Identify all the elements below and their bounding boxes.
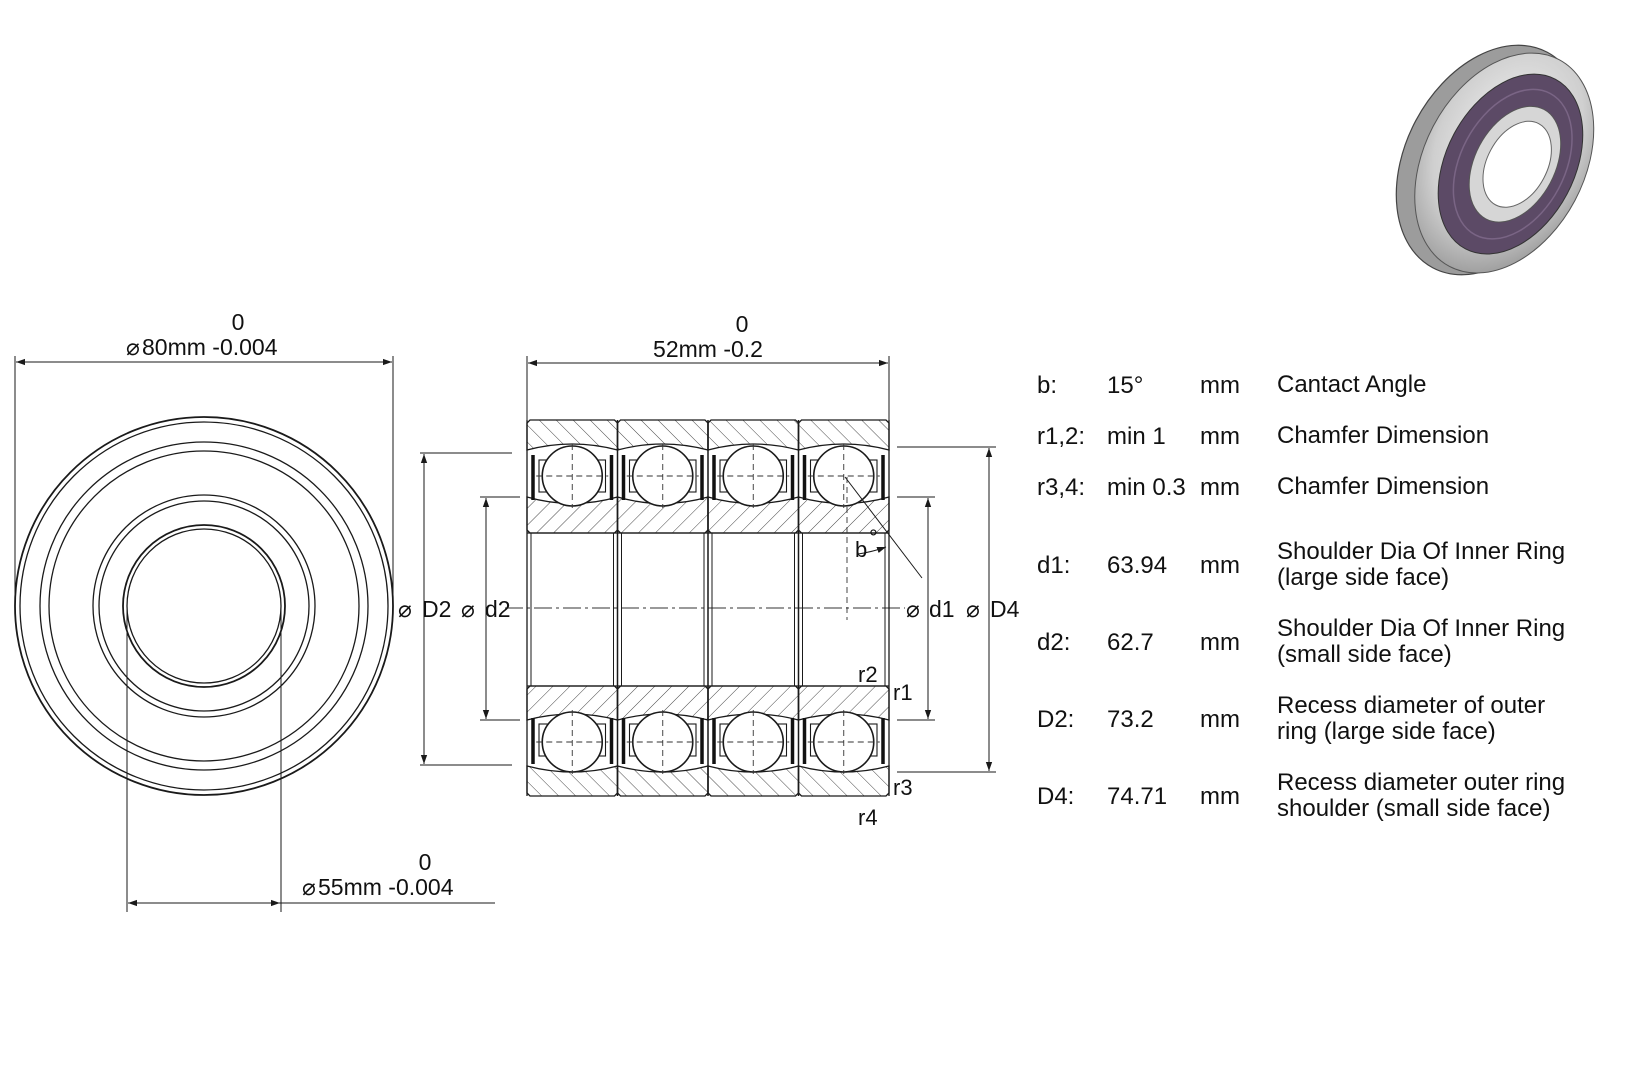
width-tolerance-upper: 0: [736, 311, 749, 337]
phi-symbol: ⌀: [906, 596, 920, 622]
spec-value: 63.94: [1107, 552, 1168, 579]
spec-unit: mm: [1200, 474, 1240, 501]
seal-outer: [48, 450, 360, 762]
spec-unit: mm: [1200, 783, 1240, 810]
spec-unit: mm: [1200, 372, 1240, 399]
outer-dia-tolerance-upper: 0: [232, 309, 245, 335]
outer-dia-label: 80mm -0.004: [142, 334, 278, 360]
outer-ring-chamfer: [19, 421, 389, 791]
spec-key: d1:: [1037, 552, 1071, 579]
bore-circle: [122, 524, 286, 688]
spec-description-line: Cantact Angle: [1277, 371, 1427, 398]
d2-label: d2: [485, 596, 511, 622]
spec-description-line: shoulder (small side face): [1277, 795, 1551, 822]
degree-label: °: [869, 525, 878, 550]
spec-value: 74.71: [1107, 783, 1168, 810]
section-view: 0 52mm -0.2 ⌀ D2 ⌀ d2 ⌀ d1 ⌀ D4: [398, 311, 1020, 830]
outer-ring-edge: [14, 416, 394, 796]
spec-description: Cantact Angle: [1277, 372, 1426, 398]
r1-label: r1: [893, 680, 913, 705]
inner-ring-outer: [98, 500, 310, 712]
outer-diameter-dimension: 0 ⌀ 80mm -0.004: [14, 309, 394, 606]
spec-value: min 0.3: [1107, 474, 1186, 501]
outer-ring-inner: [39, 441, 369, 771]
spec-description-line: (large side face): [1277, 564, 1450, 591]
bore-hole: [1482, 120, 1552, 208]
outer-ring-section: [616, 765, 709, 797]
bearing-3d-render: [1395, 44, 1595, 276]
outer-ring-section: [526, 765, 619, 797]
spec-description: Shoulder Dia Of Inner Ring(large side fa…: [1277, 539, 1565, 591]
spec-description-line: Shoulder Dia Of Inner Ring: [1277, 615, 1566, 642]
spec-unit: mm: [1200, 552, 1240, 579]
phi-symbol: ⌀: [302, 874, 316, 900]
spec-description-line: Recess diameter of outer: [1277, 692, 1546, 719]
inner-ring-section: [797, 496, 890, 534]
spec-key: r3,4:: [1037, 474, 1086, 501]
phi-symbol: ⌀: [126, 334, 140, 360]
phi-symbol: ⌀: [461, 596, 475, 622]
spec-description-line: Chamfer Dimension: [1277, 422, 1490, 449]
spec-value: min 1: [1107, 423, 1166, 450]
inner-ring-section: [616, 496, 709, 534]
bearing-row: [616, 419, 709, 797]
spec-unit: mm: [1200, 706, 1240, 733]
spec-description-line: Recess diameter outer ring: [1277, 769, 1566, 796]
outer-ring-section: [797, 765, 890, 797]
spec-unit: mm: [1200, 423, 1240, 450]
spec-key: d2:: [1037, 629, 1071, 656]
width-label: 52mm -0.2: [653, 336, 763, 362]
spec-value: 73.2: [1107, 706, 1154, 733]
front-view: [14, 416, 394, 796]
seal-inner: [92, 494, 316, 718]
spec-description: Chamfer Dimension: [1277, 474, 1489, 500]
bore-chamfer: [126, 528, 282, 684]
r3-label: r3: [893, 775, 913, 800]
r2-label: r2: [858, 662, 878, 687]
spec-key: b:: [1037, 372, 1058, 399]
spec-description: Chamfer Dimension: [1277, 423, 1489, 449]
spec-description-line: Chamfer Dimension: [1277, 473, 1490, 500]
spec-description: Shoulder Dia Of Inner Ring(small side fa…: [1277, 616, 1565, 668]
spec-unit: mm: [1200, 629, 1240, 656]
D4-label: D4: [990, 596, 1020, 622]
spec-description-line: Shoulder Dia Of Inner Ring: [1277, 538, 1566, 565]
d1-label: d1: [929, 596, 955, 622]
inner-ring-section: [707, 496, 800, 534]
bore-dia-tolerance-upper: 0: [419, 849, 432, 875]
bearing-row: [797, 419, 890, 797]
spec-key: r1,2:: [1037, 423, 1086, 450]
D2-label: D2: [422, 596, 451, 622]
phi-symbol: ⌀: [398, 596, 412, 622]
spec-value: 62.7: [1107, 629, 1154, 656]
contact-angle-b-label: b: [855, 537, 867, 562]
spec-value: 15°: [1107, 372, 1144, 399]
outer-ring-section: [707, 765, 800, 797]
spec-description-line: ring (large side face): [1277, 718, 1496, 745]
spec-key: D2:: [1037, 706, 1075, 733]
r4-label: r4: [858, 805, 878, 830]
bearing-row: [526, 419, 619, 797]
spec-description-line: (small side face): [1277, 641, 1452, 668]
phi-symbol: ⌀: [966, 596, 980, 622]
spec-key: D4:: [1037, 783, 1075, 810]
bore-diameter-dimension: 0 ⌀ 55mm -0.004: [126, 606, 495, 912]
bore-dia-label: 55mm -0.004: [318, 874, 454, 900]
inner-ring-section: [526, 496, 619, 534]
